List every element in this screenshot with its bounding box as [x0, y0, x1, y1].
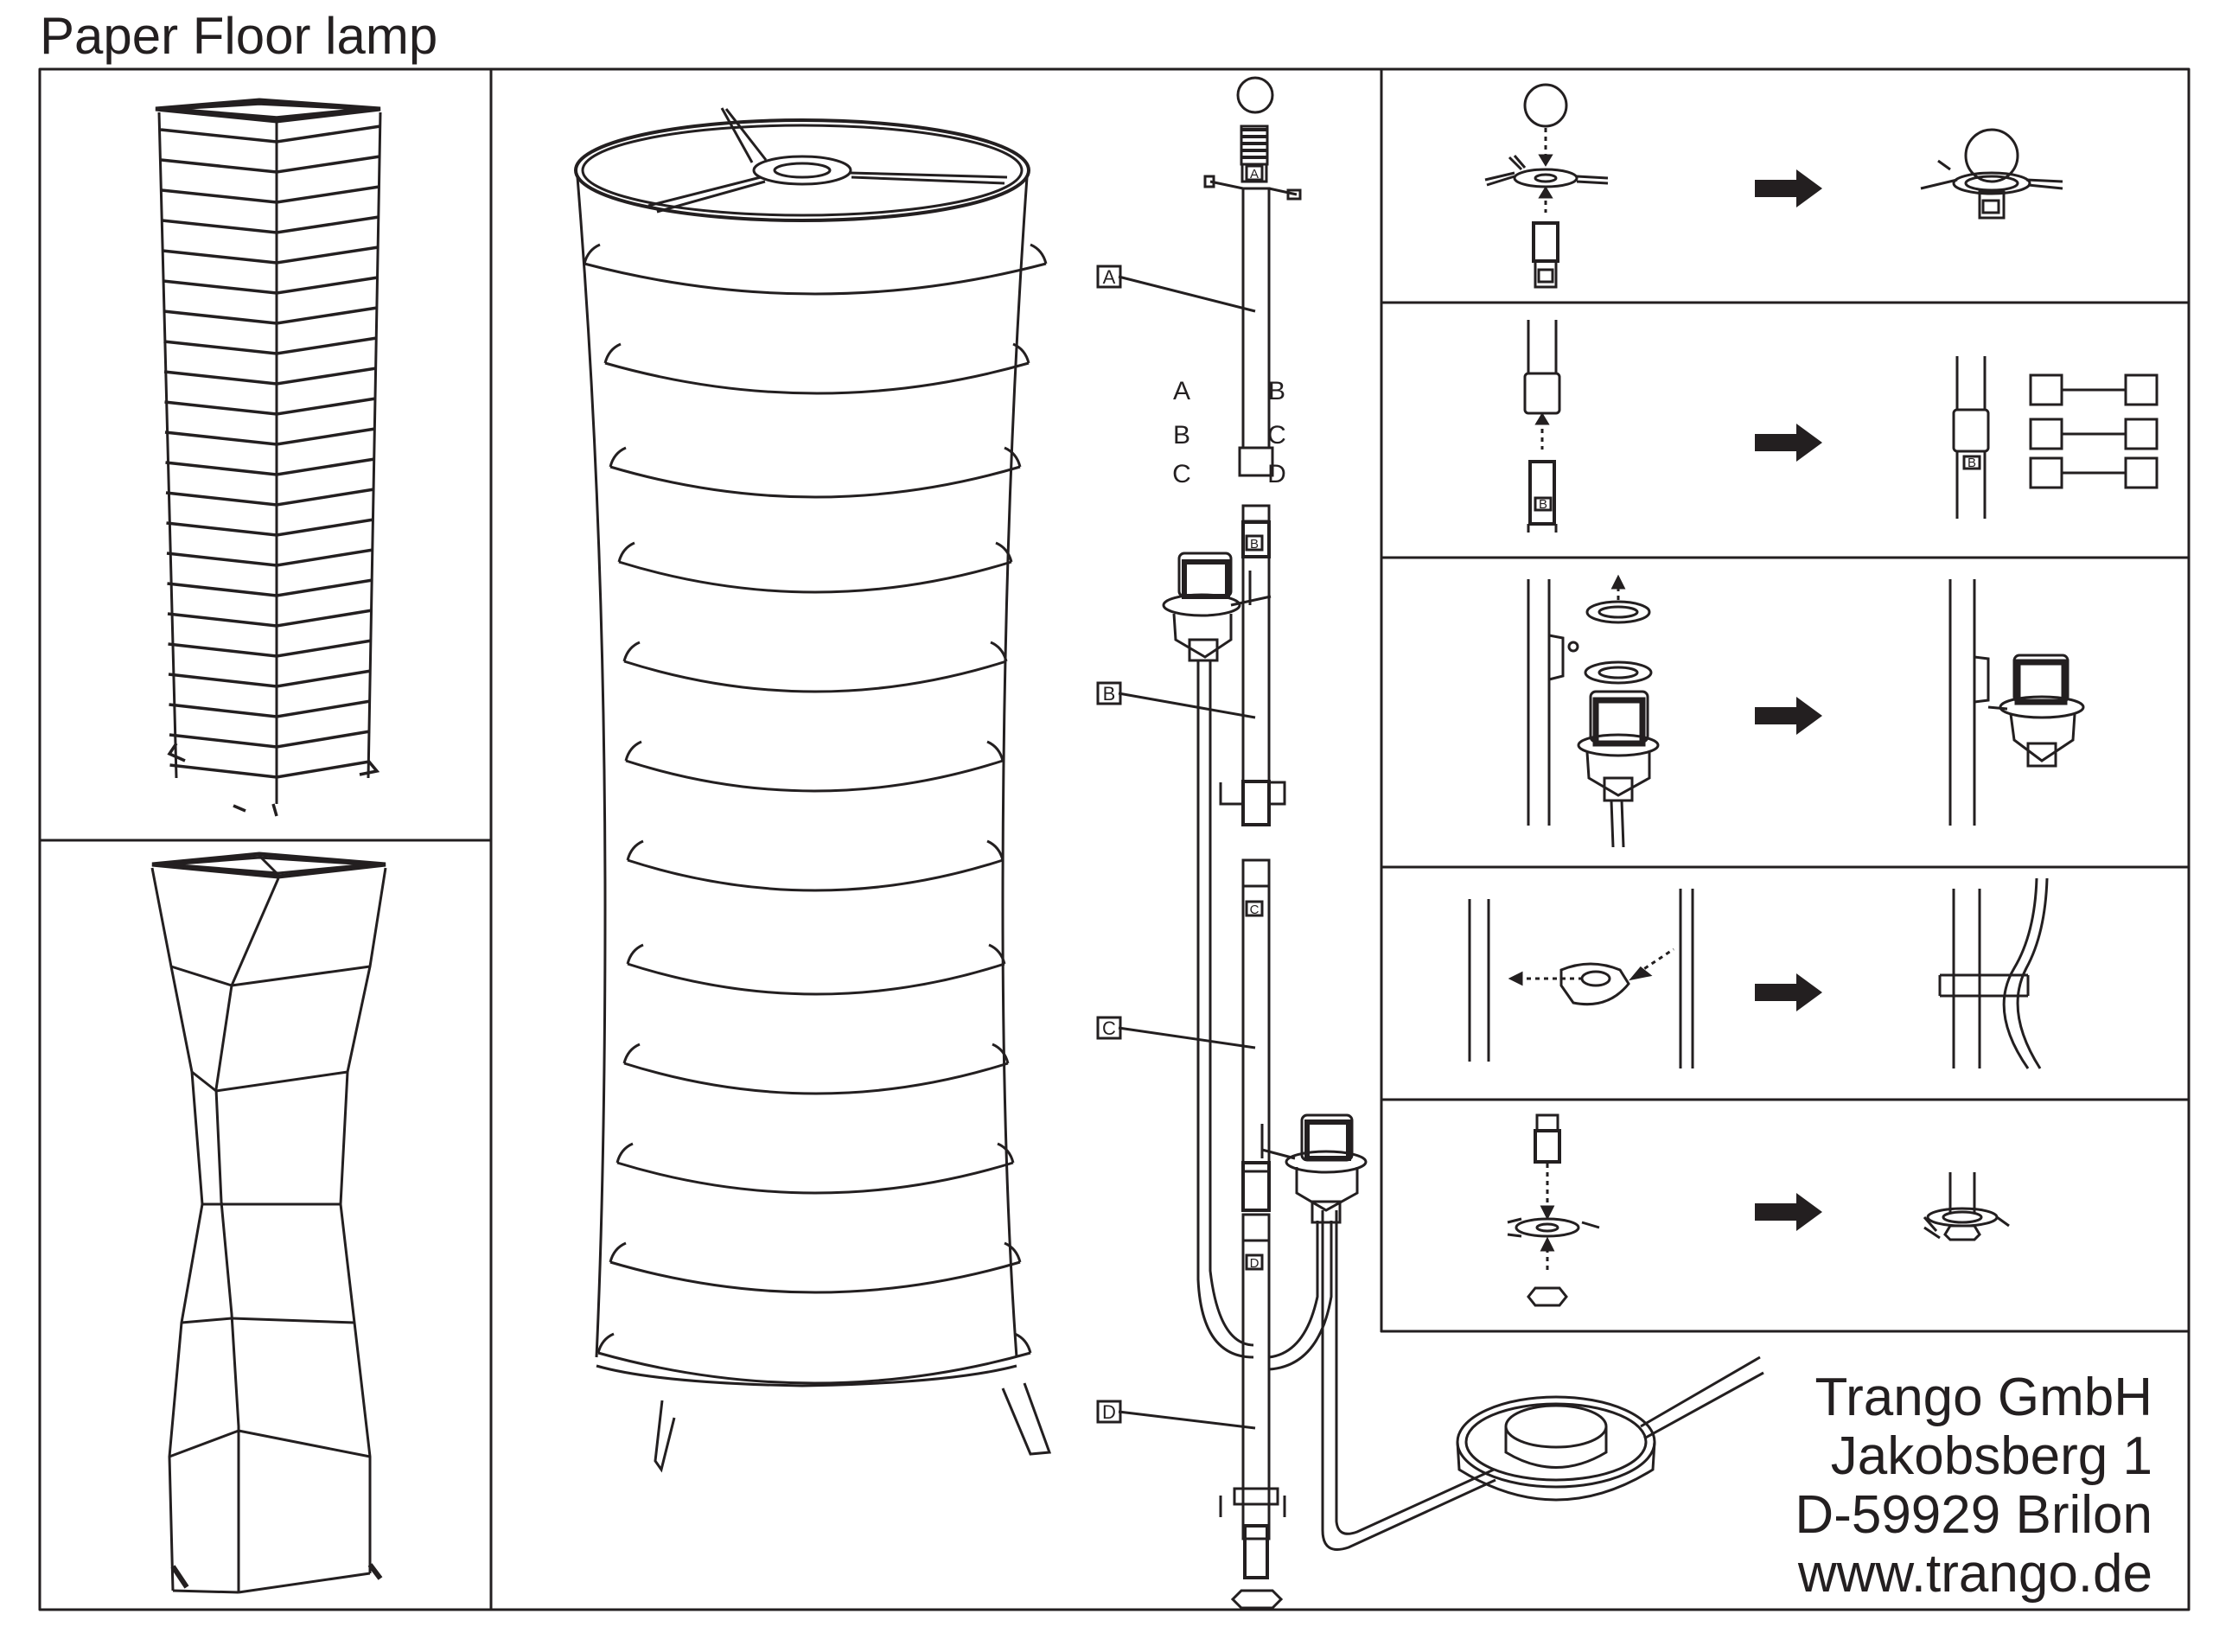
joined-label-b: B: [1967, 456, 1976, 470]
pole-d: [1241, 1239, 1271, 1540]
part-label-d: D: [1102, 1401, 1116, 1423]
step-3-socket: [1527, 574, 2085, 848]
shade-ring: [609, 1260, 1021, 1294]
frame-ring: [163, 276, 379, 295]
part-label-c: C: [1102, 1017, 1116, 1039]
pole-label-a: A: [1250, 167, 1259, 182]
frame-ring: [161, 185, 380, 204]
shade-ring: [623, 660, 1007, 693]
shade-ring: [625, 759, 1004, 793]
company-city: D-59929 Brilon: [1795, 1485, 2152, 1545]
shade-ring: [623, 1062, 1009, 1095]
connect-label-a: A: [1173, 377, 1190, 405]
pole-c: [1241, 884, 1271, 1173]
connect-label-c: C: [1267, 421, 1286, 450]
pole-label-c: C: [1250, 903, 1260, 917]
shade-ring: [627, 858, 1004, 892]
shade-ring: [604, 361, 1030, 395]
pole-label-d: D: [1250, 1256, 1260, 1271]
connect-label-d: D: [1267, 460, 1286, 488]
lamp-socket-icon: [1260, 1113, 1368, 1224]
frame-ring: [162, 246, 379, 265]
frame-ring: [169, 730, 371, 749]
frame-ring: [166, 548, 373, 567]
frame-ring: [167, 609, 373, 628]
thread-label-b: B: [1539, 497, 1547, 512]
part-label-a: A: [1103, 266, 1116, 288]
frame-ring: [163, 306, 378, 325]
connect-label-c2: C: [1172, 460, 1191, 488]
hex-nut-icon: [1527, 1286, 1568, 1307]
frame-ring: [169, 699, 371, 718]
page-title: Paper Floor lamp: [40, 7, 438, 65]
right-arrow-icon: [1755, 424, 1822, 462]
shade-ring: [627, 962, 1005, 996]
part-label-b: B: [1103, 683, 1116, 705]
pole-assembly-illustration: [1096, 76, 1764, 1610]
foot-switch-icon: [1456, 1355, 1764, 1502]
right-arrow-icon: [1755, 1193, 1822, 1231]
frame-ring: [164, 427, 376, 446]
pole-b: [1241, 555, 1271, 783]
frame-ring: [162, 215, 379, 234]
frame-ring: [168, 639, 373, 658]
step-2-connect-poles: [1523, 320, 2159, 533]
right-arrow-icon: [1755, 169, 1822, 207]
step-5-base-nut: [1507, 1113, 2010, 1307]
connect-label-b2: B: [1173, 421, 1190, 450]
frame-ring: [160, 124, 381, 144]
company-website: www.trango.de: [1797, 1544, 2152, 1604]
frame-ring: [161, 155, 380, 174]
pole-label-b: B: [1250, 537, 1259, 552]
frame-ring: [163, 367, 377, 386]
shade-ring: [618, 560, 1012, 594]
right-arrow-icon: [1755, 697, 1822, 735]
connect-label-b: B: [1268, 377, 1285, 405]
frame-ring: [168, 669, 372, 688]
pole-a: [1241, 187, 1271, 450]
right-arrow-icon: [1755, 973, 1822, 1011]
frame-ring: [163, 336, 378, 355]
shade-ring: [597, 1351, 1031, 1385]
frame-ring: [169, 760, 370, 779]
lamp-socket-icon: [1162, 552, 1272, 662]
frame-ring: [166, 518, 374, 537]
ball-finial-icon: [1236, 76, 1274, 114]
lamp-frame-illustration: [155, 98, 382, 817]
hex-nut-icon: [1230, 1589, 1284, 1610]
shade-ring: [609, 465, 1021, 499]
lamp-shade-illustration: [574, 107, 1052, 1473]
frame-ring: [167, 578, 373, 597]
frame-ring: [165, 488, 375, 507]
step-1-finial: [1484, 83, 2063, 289]
company-street: Jakobsberg 1: [1830, 1426, 2152, 1486]
shade-ring: [616, 1161, 1014, 1195]
frame-ring: [165, 457, 375, 476]
step-4-cable-clip: [1468, 877, 2049, 1069]
frame-ring: [164, 397, 376, 416]
paper-lamp-illustration: [150, 852, 387, 1594]
company-name: Trango GmbH: [1814, 1368, 2153, 1427]
shade-rings: [583, 243, 1048, 1385]
shade-ring: [584, 262, 1047, 296]
